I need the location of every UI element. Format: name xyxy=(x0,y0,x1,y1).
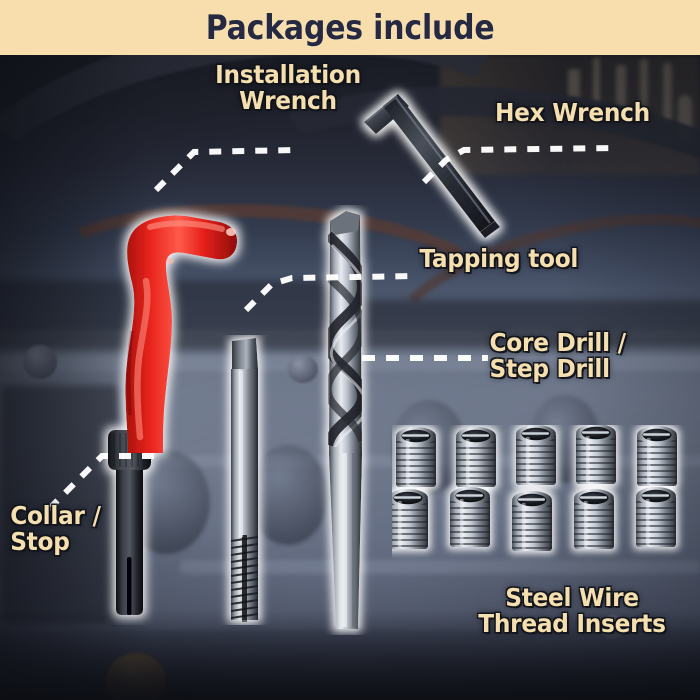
engine-bolt xyxy=(288,355,318,383)
wall-tool-item xyxy=(663,63,672,125)
header-banner: Packages include xyxy=(0,0,700,55)
callout-label-collar-stop: Collar / Stop xyxy=(10,501,101,556)
thread-insert-grid xyxy=(392,425,678,552)
callout-label-hex-wrench: Hex Wrench xyxy=(495,98,650,127)
wall-tool-item xyxy=(678,95,692,141)
page-title: Packages include xyxy=(205,7,495,48)
wall-tool-item xyxy=(568,69,580,117)
twist-drill-bit-tool xyxy=(328,211,362,629)
insert-row-top xyxy=(395,425,678,488)
engine-block-port xyxy=(248,445,328,545)
callout-label-core-drill: Core Drill / Step Drill xyxy=(489,328,627,383)
wall-tool-item xyxy=(640,59,648,129)
callout-label-tapping-tool: Tapping tool xyxy=(419,244,579,273)
wall-tool-item xyxy=(593,57,600,121)
engine-block-ridge xyxy=(180,560,700,574)
thread-tap-tool xyxy=(230,338,259,622)
callout-label-thread-inserts: Steel Wire Thread Inserts xyxy=(478,583,666,638)
callout-label-installation-wrench: Installation Wrench xyxy=(215,60,361,115)
insert-row-bottom xyxy=(392,486,677,552)
wall-tool-item xyxy=(616,65,626,120)
